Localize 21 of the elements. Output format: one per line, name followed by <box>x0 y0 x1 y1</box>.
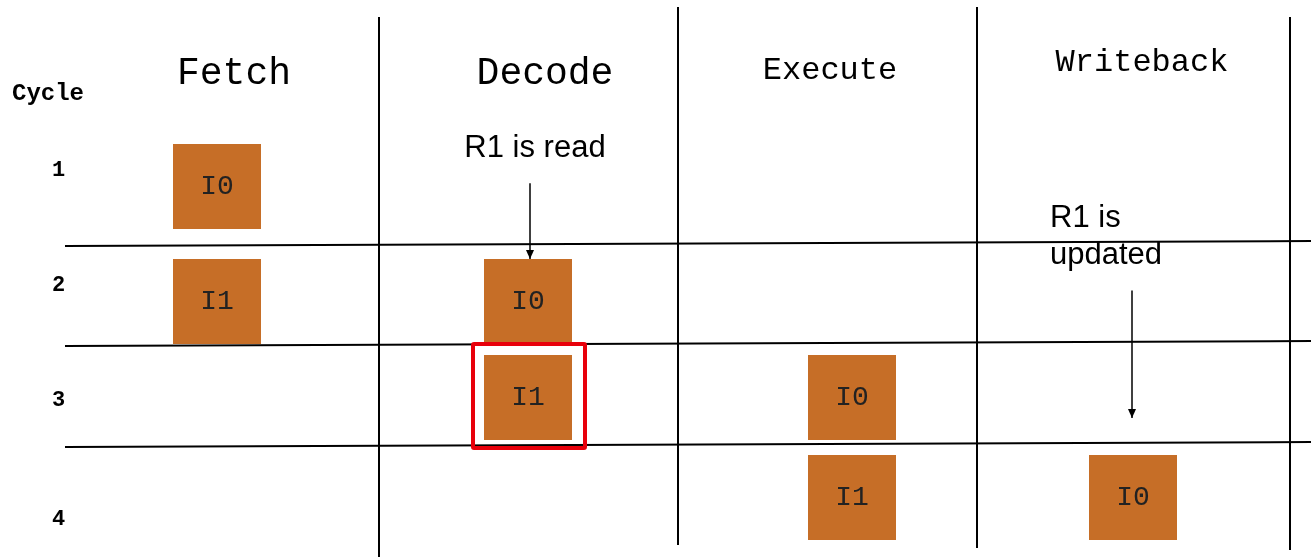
instruction-box: I0 <box>808 355 896 440</box>
instruction-box: I1 <box>484 355 572 440</box>
stage-header: Fetch <box>177 52 291 95</box>
instruction-box: I1 <box>173 259 261 344</box>
highlight-box <box>471 342 587 450</box>
column-header: Cycle <box>12 80 84 107</box>
cycle-number: 2 <box>52 273 66 298</box>
instruction-box: I0 <box>484 259 572 344</box>
cycle-number: 3 <box>52 388 66 413</box>
annotation-text: R1 is updated <box>1050 198 1230 273</box>
cycle-number: 1 <box>52 158 66 183</box>
arrow <box>1128 289 1136 419</box>
instruction-box: I0 <box>173 144 261 229</box>
stage-header: Writeback <box>1055 44 1229 81</box>
stage-header: Execute <box>762 52 898 89</box>
arrow <box>526 182 534 260</box>
cycle-number: 4 <box>52 507 66 532</box>
stage-header: Decode <box>476 52 614 95</box>
instruction-box: I0 <box>1089 455 1177 540</box>
instruction-box: I1 <box>808 455 896 540</box>
annotation-text: R1 is read <box>430 128 640 166</box>
